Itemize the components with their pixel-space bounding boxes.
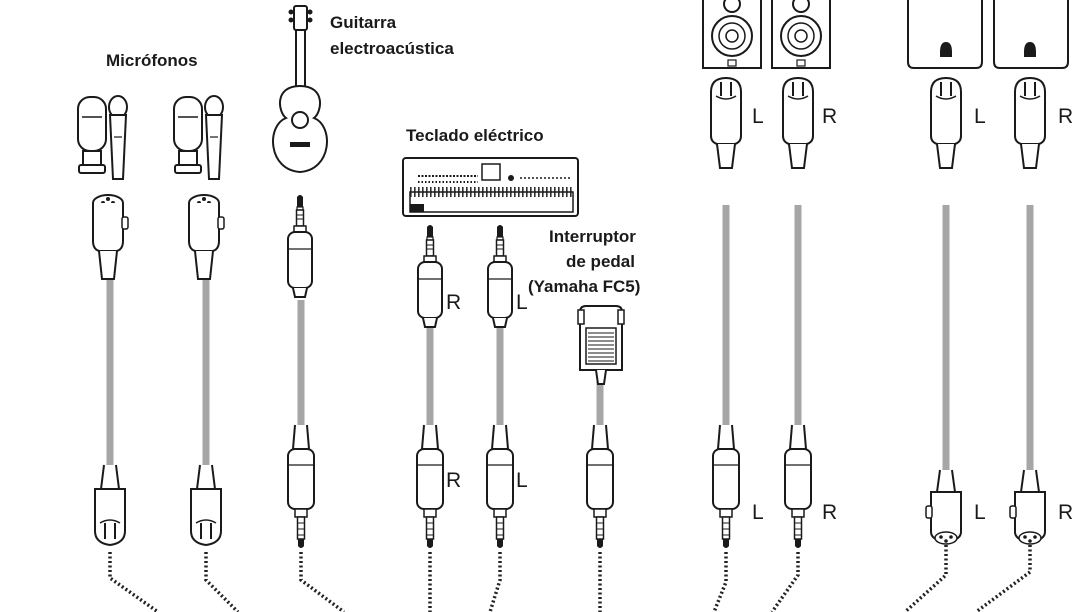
microphones-1 <box>77 95 128 180</box>
channel-label-L: L <box>974 105 986 128</box>
footswitch-label-line2: de pedal <box>566 252 635 271</box>
pa-xlr-male-R <box>1014 77 1046 169</box>
guitar-jack-up <box>287 194 313 298</box>
channel-label-L: L <box>974 501 986 524</box>
foot-switch-jack-down <box>586 424 614 549</box>
monitor-jack-down-L <box>712 424 740 549</box>
guitar-label-line2: electroacústica <box>330 39 454 58</box>
keyboard-label: Teclado eléctrico <box>406 126 544 145</box>
keyboard-jack-down-L <box>486 424 514 549</box>
channel-label-L: L <box>516 469 528 492</box>
channel-label-R: R <box>1058 501 1074 524</box>
channel-label-L: L <box>752 501 764 524</box>
channel-label-R: R <box>446 291 462 314</box>
channel-label-R: R <box>1058 105 1074 128</box>
xlr-male-connector-1 <box>94 464 126 546</box>
pa-speaker-L <box>907 0 983 69</box>
keyboard-jack-down-R <box>416 424 444 549</box>
keyboard-jack-up-R <box>417 224 443 328</box>
pa-xlr-female-R <box>1009 469 1046 545</box>
pa-xlr-male-L <box>930 77 962 169</box>
xlr-female-connector-2 <box>188 194 225 280</box>
microphones-label: Micrófonos <box>106 51 198 70</box>
xlr-male-connector-2 <box>190 464 222 546</box>
channel-label-R: R <box>822 501 838 524</box>
channel-label-L: L <box>516 291 528 314</box>
monitor-xlr-male-R <box>782 77 814 169</box>
foot-switch-icon <box>577 305 625 385</box>
dotted-leaders <box>108 545 1032 612</box>
xlr-female-connector-1 <box>92 194 129 280</box>
guitar-jack-down <box>287 424 315 549</box>
electric-keyboard-icon <box>402 157 579 217</box>
pa-speaker-R <box>993 0 1069 69</box>
monitor-xlr-male-L <box>710 77 742 169</box>
monitor-speaker-R <box>771 0 831 69</box>
acoustic-guitar-icon <box>272 5 328 174</box>
guitar-label-line1: Guitarra <box>330 13 397 32</box>
microphones-2 <box>173 95 224 180</box>
keyboard-jack-up-L <box>487 224 513 328</box>
pa-xlr-female-L <box>925 469 962 545</box>
monitor-speaker-L <box>702 0 762 69</box>
channel-label-R: R <box>822 105 838 128</box>
channel-label-L: L <box>752 105 764 128</box>
footswitch-label-line3: (Yamaha FC5) <box>528 277 641 296</box>
channel-label-R: R <box>446 469 462 492</box>
monitor-jack-down-R <box>784 424 812 549</box>
footswitch-label-line1: Interruptor <box>549 227 636 246</box>
